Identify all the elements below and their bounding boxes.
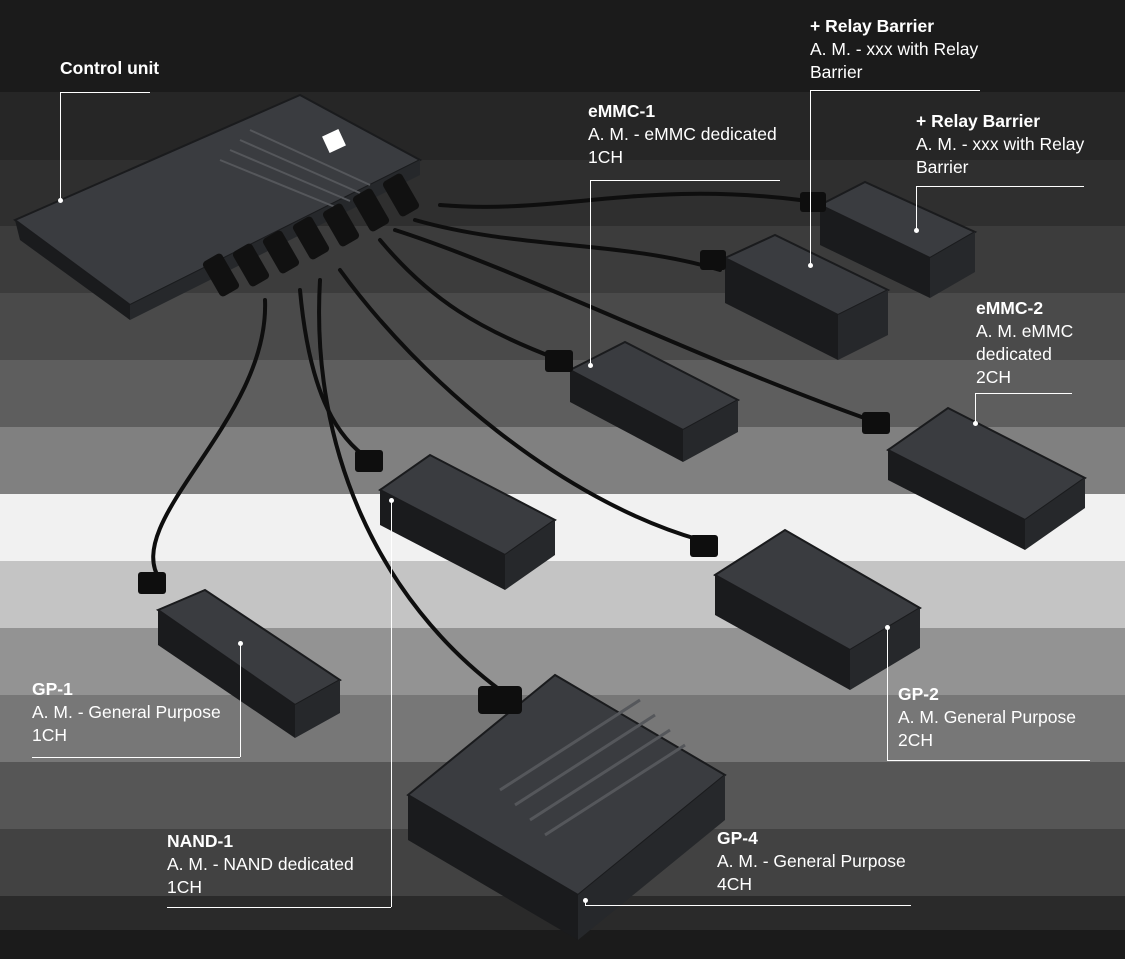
callout-line-emmc-2-h xyxy=(975,393,1072,394)
callout-line-gp-1-v xyxy=(240,643,241,757)
callout-dot-gp-1 xyxy=(238,641,243,646)
label-gp-1-title: GP-1 xyxy=(32,679,73,699)
callout-line-emmc-1-h xyxy=(590,180,780,181)
callout-dot-control-unit xyxy=(58,198,63,203)
callout-dot-emmc-1 xyxy=(588,363,593,368)
cable-relay-1 xyxy=(438,191,802,209)
smh-logo-icon xyxy=(322,129,346,153)
module-emmc-2-device xyxy=(886,406,1087,550)
callout-line-control-unit-h xyxy=(60,92,150,93)
background-band xyxy=(0,930,1125,959)
cable-emmc-1 xyxy=(378,238,562,362)
label-emmc-2-desc: A. M. eMMC dedicated 2CH xyxy=(976,321,1074,387)
label-emmc-1-title: eMMC-1 xyxy=(588,101,656,121)
module-relay-2-device xyxy=(722,233,891,360)
label-relay-1: + Relay Barrier A. M. - xxx with Relay B… xyxy=(810,15,978,84)
label-gp-2-desc: A. M. General Purpose 2CH xyxy=(898,707,1076,750)
module-gp-2-device xyxy=(713,528,922,690)
cable-emmc-2 xyxy=(393,228,872,422)
control-unit-device xyxy=(13,93,423,320)
callout-dot-relay-2 xyxy=(914,228,919,233)
module-gp-1-device xyxy=(155,588,342,738)
callout-dot-emmc-2 xyxy=(973,421,978,426)
callout-line-nand-1-v xyxy=(391,500,392,907)
label-control-unit: Control unit xyxy=(60,57,159,80)
callout-line-relay-2-h xyxy=(916,186,1084,187)
callout-line-gp-2-h xyxy=(887,760,1090,761)
label-gp-2: GP-2 A. M. General Purpose 2CH xyxy=(898,683,1076,752)
callout-dot-relay-1 xyxy=(808,263,813,268)
label-gp-4: GP-4 A. M. - General Purpose 4CH xyxy=(717,827,906,896)
background-band xyxy=(0,0,1125,92)
cable-gp-4 xyxy=(317,278,502,692)
callout-dot-gp-4 xyxy=(583,898,588,903)
callout-line-control-unit xyxy=(60,92,61,200)
background-band xyxy=(0,293,1125,360)
label-gp-1-desc: A. M. - General Purpose 1CH xyxy=(32,702,221,745)
label-relay-1-title: + Relay Barrier xyxy=(810,16,935,36)
callout-line-nand-1-h xyxy=(167,907,391,908)
label-control-unit-title: Control unit xyxy=(60,58,160,78)
callout-line-emmc-1-v xyxy=(590,180,591,365)
module-connectors xyxy=(138,192,890,714)
callout-line-relay-1-v xyxy=(810,90,811,265)
label-relay-1-desc: A. M. - xxx with Relay Barrier xyxy=(810,39,979,82)
label-relay-2-desc: A. M. - xxx with Relay Barrier xyxy=(916,134,1085,177)
callout-dot-gp-2 xyxy=(885,625,890,630)
label-emmc-2: eMMC-2 A. M. eMMC dedicated 2CH xyxy=(976,297,1073,389)
cables xyxy=(151,191,872,692)
label-gp-4-desc: A. M. - General Purpose 4CH xyxy=(717,851,906,894)
label-emmc-1-desc: A. M. - eMMC dedicated 1CH xyxy=(588,124,777,167)
module-nand-1-device xyxy=(378,453,557,590)
callout-line-relay-1-h xyxy=(810,90,980,91)
label-gp-1: GP-1 A. M. - General Purpose 1CH xyxy=(32,678,221,747)
label-nand-1: NAND-1 A. M. - NAND dedicated 1CH xyxy=(167,830,354,899)
label-gp-4-title: GP-4 xyxy=(717,828,758,848)
cable-relay-2 xyxy=(413,218,722,272)
label-emmc-1: eMMC-1 A. M. - eMMC dedicated 1CH xyxy=(588,100,777,169)
label-gp-2-title: GP-2 xyxy=(898,684,939,704)
cable-gp-2 xyxy=(338,268,702,542)
module-relay-1-device xyxy=(817,180,978,298)
module-gp-4-device xyxy=(406,673,727,940)
callout-line-relay-2-v xyxy=(916,186,917,230)
label-relay-2: + Relay Barrier A. M. - xxx with Relay B… xyxy=(916,110,1084,179)
callout-line-gp-1-h xyxy=(32,757,240,758)
label-nand-1-title: NAND-1 xyxy=(167,831,234,851)
label-relay-2-title: + Relay Barrier xyxy=(916,111,1041,131)
label-nand-1-desc: A. M. - NAND dedicated 1CH xyxy=(167,854,354,897)
callout-dot-nand-1 xyxy=(389,498,394,503)
module-emmc-1-device xyxy=(567,340,741,462)
callout-line-gp-4-h xyxy=(585,905,911,906)
cable-gp-1 xyxy=(151,298,268,582)
callout-line-gp-2-v xyxy=(887,627,888,760)
label-emmc-2-title: eMMC-2 xyxy=(976,298,1044,318)
callout-line-emmc-2-v xyxy=(975,393,976,423)
